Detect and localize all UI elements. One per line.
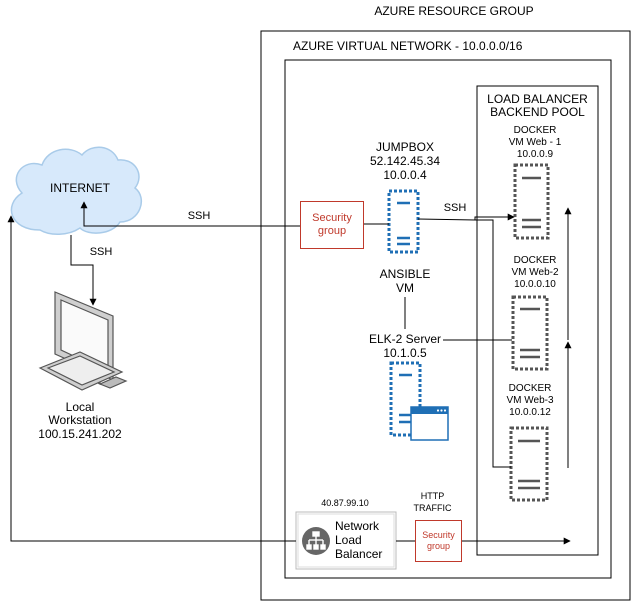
internet-label: INTERNET xyxy=(50,181,110,195)
edge-lb-to-internet xyxy=(7,215,296,542)
workstation-label-line3: 100.15.241.202 xyxy=(38,427,122,441)
security-group-top: Security group xyxy=(300,201,364,249)
security-group-top-line1: Security xyxy=(312,212,352,224)
edge-jumpbox-to-pool xyxy=(417,213,515,221)
ansible-label-line1: ANSIBLE xyxy=(379,267,431,281)
security-group-bottom: Security group xyxy=(415,520,462,562)
vnet-border xyxy=(284,59,612,579)
jumpbox-vm-icon xyxy=(387,189,420,254)
elk-label-line2: 10.1.0.5 xyxy=(383,346,427,360)
workstation-computer-icon xyxy=(38,291,128,391)
web3-label-line2: VM Web-3 xyxy=(506,395,554,406)
edge-internet-workstation xyxy=(70,235,97,306)
elk-label-line1: ELK-2 Server xyxy=(368,332,442,346)
backend-pool-title-line2: BACKEND POOL xyxy=(490,105,585,119)
internet-cloud-icon xyxy=(10,146,142,235)
resource-group-title: AZURE RESOURCE GROUP xyxy=(374,4,534,18)
web3-label-line3: 10.0.0.12 xyxy=(509,407,551,418)
elk-server-icon xyxy=(389,361,449,441)
resource-group-border xyxy=(260,30,631,601)
web2-label-line1: DOCKER xyxy=(513,255,557,266)
backend-pool-border xyxy=(476,85,599,556)
web3-label-line1: DOCKER xyxy=(508,383,552,394)
ansible-label-line2: VM xyxy=(396,281,414,295)
ssh-label-workstation: SSH xyxy=(89,246,113,258)
vnet-title: AZURE VIRTUAL NETWORK - 10.0.0.0/16 xyxy=(293,39,523,53)
backend-pool-title-line1: LOAD BALANCER xyxy=(487,92,588,106)
workstation-label-line2: Workstation xyxy=(48,413,112,427)
jumpbox-label-line1: JUMPBOX xyxy=(375,140,434,154)
web1-label-line3: 10.0.0.9 xyxy=(516,149,554,160)
load-balancer-label-line1: Network xyxy=(335,519,380,533)
ssh-label-internet: SSH xyxy=(187,210,211,222)
web1-vm-icon xyxy=(513,163,550,240)
jumpbox-label-line2: 52.142.45.34 xyxy=(369,154,441,168)
security-group-top-line2: group xyxy=(317,225,347,237)
security-group-bottom-line2: group xyxy=(426,541,451,551)
load-balancer-label-line3: Balancer xyxy=(335,547,383,561)
ssh-label-pool: SSH xyxy=(443,202,467,214)
http-label-line1: HTTP xyxy=(420,491,445,501)
load-balancer-node xyxy=(295,511,397,570)
jumpbox-label-line3: 10.0.0.4 xyxy=(383,168,427,182)
load-balancer-ip: 40.87.99.10 xyxy=(321,498,369,508)
web2-label-line2: VM Web-2 xyxy=(511,267,559,278)
load-balancer-label-line2: Load xyxy=(335,533,362,547)
edge-security-to-internet xyxy=(80,201,300,227)
web1-label-line1: DOCKER xyxy=(513,125,557,136)
web2-vm-icon xyxy=(511,295,549,371)
web3-vm-icon xyxy=(509,426,549,502)
web1-label-line2: VM Web - 1 xyxy=(508,137,562,148)
edge-jumpbox-bus xyxy=(475,219,511,468)
web2-label-line3: 10.0.0.10 xyxy=(514,279,556,290)
workstation-label-line1: Local xyxy=(65,400,95,414)
security-group-bottom-line1: Security xyxy=(422,530,455,540)
http-label-line2: TRAFFIC xyxy=(413,503,452,513)
